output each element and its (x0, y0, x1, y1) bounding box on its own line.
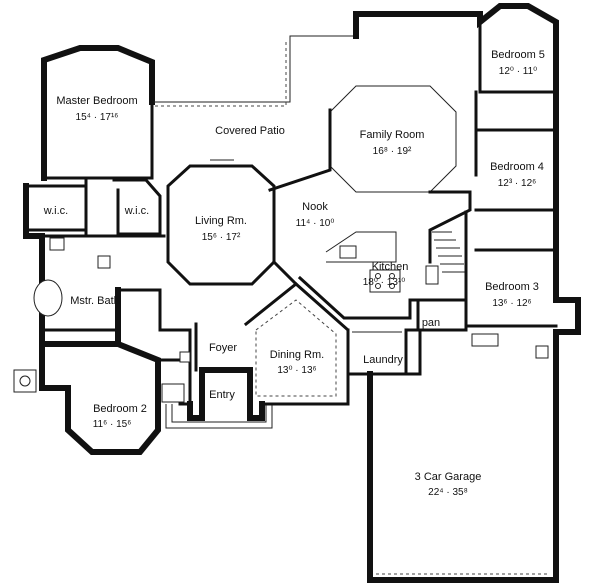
label-wic-right: w.i.c. (124, 205, 149, 217)
label-entry: Entry (209, 389, 235, 401)
dim-dining-room: 13⁰ · 13⁶ (277, 365, 316, 376)
covered-patio-outline (150, 35, 356, 180)
label-covered-patio: Covered Patio (215, 125, 285, 137)
dim-bedroom4: 12³ · 12⁶ (498, 178, 537, 189)
dim-kitchen: 18⁰ · 13¹⁰ (363, 277, 405, 288)
label-mstr-bath: Mstr. Bath (70, 295, 120, 307)
label-nook: Nook (302, 201, 328, 213)
dim-bedroom5: 12⁰ · 11⁰ (499, 66, 537, 77)
label-foyer: Foyer (209, 342, 237, 354)
label-bedroom2: Bedroom 2 (93, 403, 147, 415)
label-bedroom4: Bedroom 4 (490, 161, 544, 173)
dim-master-bedroom: 15⁴ · 17¹⁶ (76, 112, 119, 123)
label-master-bedroom: Master Bedroom (56, 95, 137, 107)
dim-family-room: 16⁸ · 19² (373, 146, 412, 157)
garage-walls (367, 328, 559, 583)
label-living-room: Living Rm. (195, 215, 247, 227)
label-bedroom3: Bedroom 3 (485, 281, 539, 293)
bath2-walls (116, 288, 192, 406)
toilet (49, 237, 65, 251)
north-wing-walls (353, 2, 581, 351)
family-room-outline (268, 85, 472, 194)
label-pan: pan (422, 317, 440, 329)
label-dining-room: Dining Rm. (270, 349, 324, 361)
label-laundry: Laundry (363, 354, 403, 366)
dim-bedroom2: 11⁶ · 15⁶ (93, 419, 132, 430)
dim-garage: 22⁴ · 35⁸ (428, 487, 468, 498)
tub-2 (161, 383, 185, 403)
toilet-2 (179, 351, 191, 363)
room-labels: Master Bedroom 15⁴ · 17¹⁶ Covered Patio … (43, 49, 545, 498)
dim-bedroom3: 13⁶ · 12⁶ (492, 298, 531, 309)
label-garage: 3 Car Garage (415, 471, 482, 483)
kitchen-island (369, 269, 401, 293)
label-family-room: Family Room (360, 129, 425, 141)
bathtub (33, 279, 63, 317)
label-wic-left: w.i.c. (43, 205, 68, 217)
kitchen-sink (339, 245, 357, 259)
living-room-outline (166, 159, 276, 286)
dim-nook: 11⁴ · 10⁰ (296, 218, 335, 229)
dim-living-room: 15⁶ · 17² (202, 232, 241, 243)
stairs (432, 231, 466, 273)
label-bedroom5: Bedroom 5 (491, 49, 545, 61)
entry-walls (165, 322, 273, 429)
sink (97, 255, 111, 269)
dining-room-walls (243, 282, 350, 406)
label-kitchen: Kitchen (372, 261, 409, 273)
master-bedroom-walls (41, 45, 155, 181)
bedroom3-walls (346, 210, 558, 376)
master-bath-walls (23, 183, 121, 347)
